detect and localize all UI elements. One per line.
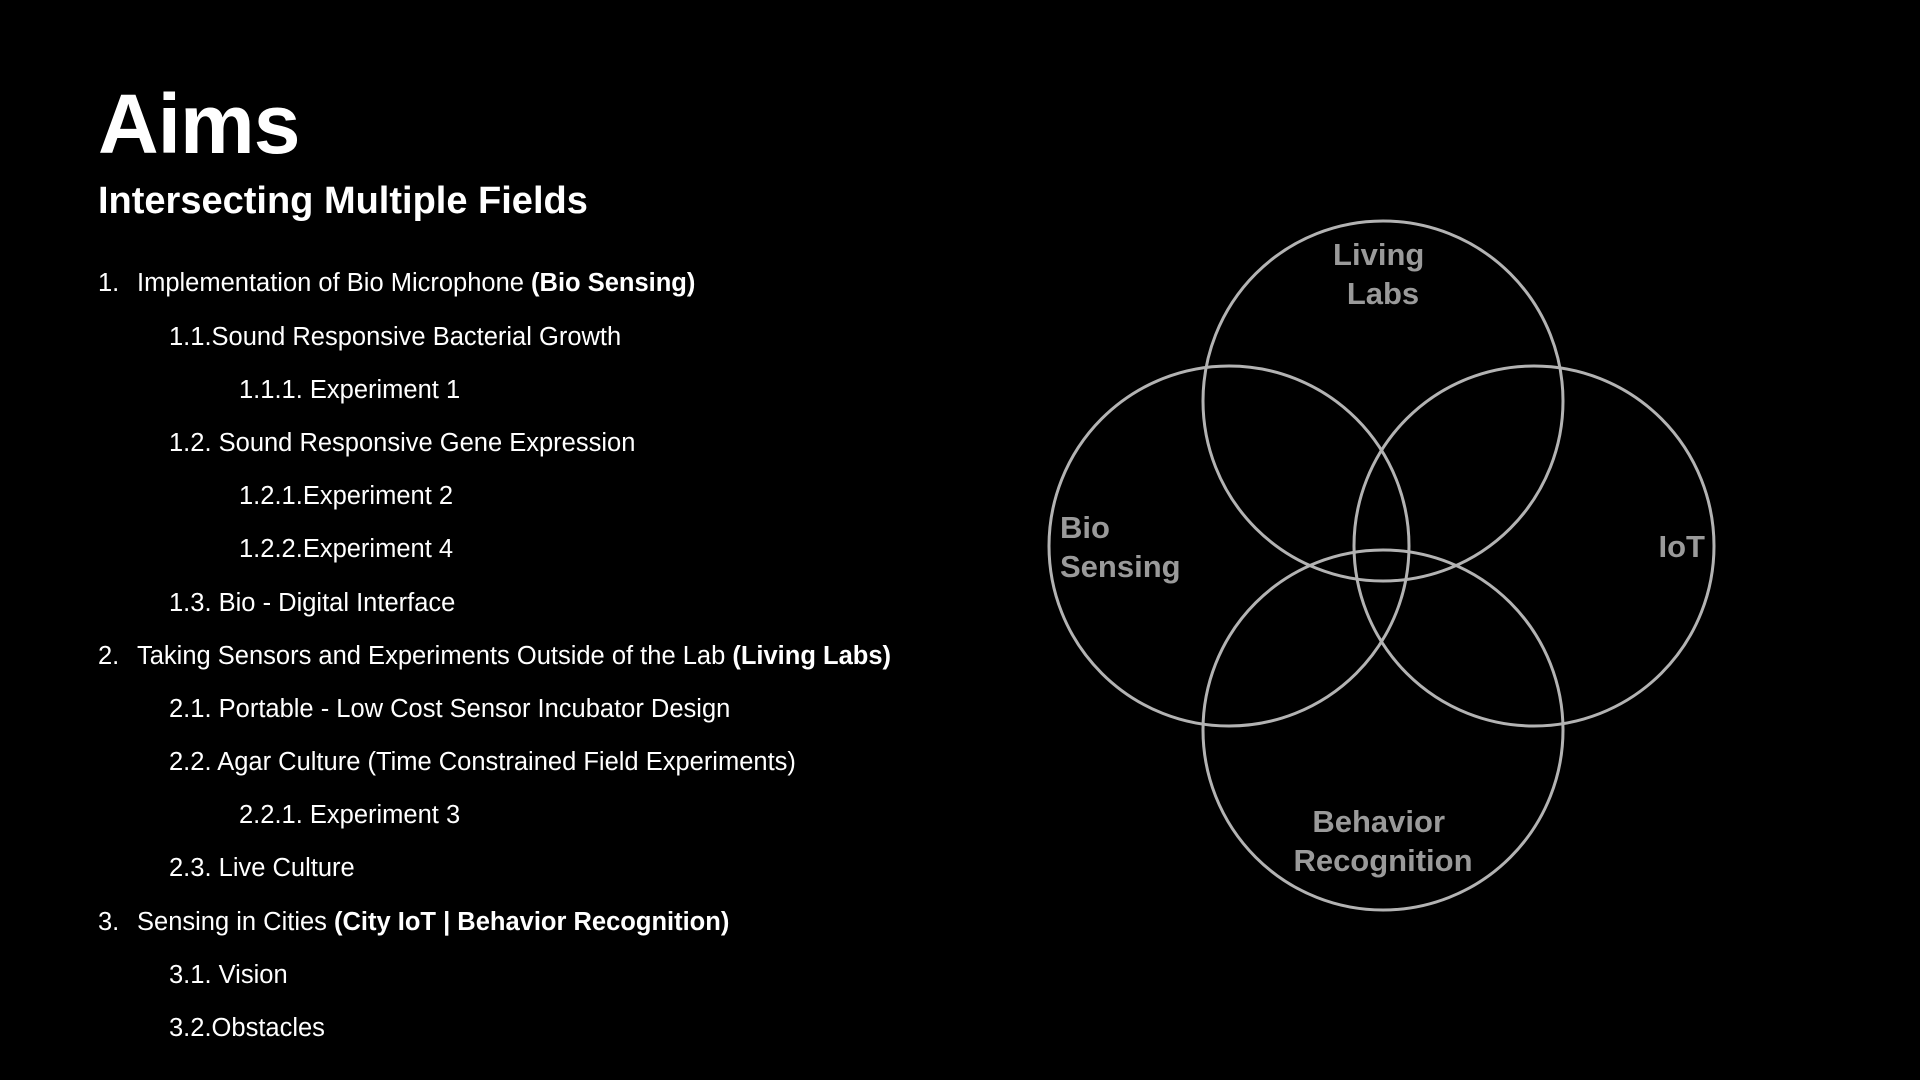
venn-label-iot: IoT xyxy=(1659,529,1706,564)
outline-number: 3.2. xyxy=(169,1014,212,1042)
venn-circle-bio-sensing xyxy=(1047,364,1411,728)
venn-label-living-labs: Living Labs xyxy=(1333,237,1433,311)
venn-label-behavior-recognition: Behavior Recognition xyxy=(1293,804,1472,878)
outline-number: 1.1.1. xyxy=(239,376,303,404)
outline-number: 3.1. xyxy=(169,961,212,989)
venn-circle-living-labs xyxy=(1201,219,1565,583)
outline-text: Implementation of Bio Microphone xyxy=(137,269,532,297)
outline-text: Agar Culture (Time Constrained Field Exp… xyxy=(211,748,796,776)
outline-item-2-2: 2.2. Agar Culture (Time Constrained Fiel… xyxy=(169,748,796,776)
outline-item-2-1: 2.1. Portable - Low Cost Sensor Incubato… xyxy=(169,695,731,723)
outline-text: Vision xyxy=(211,961,288,989)
outline-item-2: 2. Taking Sensors and Experiments Outside… xyxy=(98,642,892,670)
outline-number: 1. xyxy=(98,269,120,297)
outline-emphasis: (City IoT | Behavior Recognition) xyxy=(334,908,730,936)
outline-text: Portable - Low Cost Sensor Incubator Des… xyxy=(211,695,731,723)
outline-text: Sound Responsive Gene Expression xyxy=(211,429,636,457)
outline-text: Taking Sensors and Experiments Outside o… xyxy=(137,642,733,670)
outline-item-1-2-1: 1.2.1.Experiment 2 xyxy=(239,482,454,510)
outline-item-1-2: 1.2. Sound Responsive Gene Expression xyxy=(169,429,636,457)
outline-item-1-1: 1.1.Sound Responsive Bacterial Growth xyxy=(169,323,622,351)
venn-label-bio-sensing: Bio Sensing xyxy=(1060,510,1181,584)
outline-item-3-1: 3.1. Vision xyxy=(169,961,288,989)
outline-number: 2.3. xyxy=(169,854,212,882)
outline-text: Obstacles xyxy=(211,1014,325,1042)
venn-circle-iot xyxy=(1352,364,1716,728)
outline-item-2-2-1: 2.2.1. Experiment 3 xyxy=(239,801,461,829)
outline-item-1: 1. Implementation of Bio Microphone (Bio … xyxy=(98,269,696,297)
outline-number: 3. xyxy=(98,908,120,936)
outline-text: Experiment 4 xyxy=(302,535,454,563)
outline-item-2-3: 2.3. Live Culture xyxy=(169,854,355,882)
outline-item-3: 3. Sensing in Cities (City IoT | Behavior… xyxy=(98,908,730,936)
outline-number: 1.2.1. xyxy=(239,482,303,510)
outline-number: 1.1. xyxy=(169,323,212,351)
outline-emphasis: (Bio Sensing) xyxy=(531,269,696,297)
outline-number: 2.2.1. xyxy=(239,801,303,829)
outline-item-3-2: 3.2.Obstacles xyxy=(169,1014,325,1042)
outline-item-1-2-2: 1.2.2.Experiment 4 xyxy=(239,535,454,563)
outline-text: Sound Responsive Bacterial Growth xyxy=(211,323,622,351)
venn-circle-behavior-recognition xyxy=(1201,548,1565,912)
outline-text: Experiment 3 xyxy=(302,801,461,829)
outline-number: 2.2. xyxy=(169,748,212,776)
outline-text: Bio - Digital Interface xyxy=(211,589,456,617)
outline-number: 1.2.2. xyxy=(239,535,303,563)
outline-number: 1.2. xyxy=(169,429,212,457)
outline-number: 1.3. xyxy=(169,589,212,617)
slide-title: Aims xyxy=(98,77,300,171)
outline-item-1-1-1: 1.1.1. Experiment 1 xyxy=(239,376,461,404)
outline-text: Sensing in Cities xyxy=(137,908,335,936)
outline-text: Live Culture xyxy=(211,854,355,882)
outline-text: Experiment 2 xyxy=(302,482,454,510)
outline-number: 2. xyxy=(98,642,120,670)
outline-number: 2.1. xyxy=(169,695,212,723)
slide-subtitle: Intersecting Multiple Fields xyxy=(98,180,588,222)
outline-item-1-3: 1.3. Bio - Digital Interface xyxy=(169,589,456,617)
outline-emphasis: (Living Labs) xyxy=(732,642,892,670)
outline-text: Experiment 1 xyxy=(302,376,461,404)
